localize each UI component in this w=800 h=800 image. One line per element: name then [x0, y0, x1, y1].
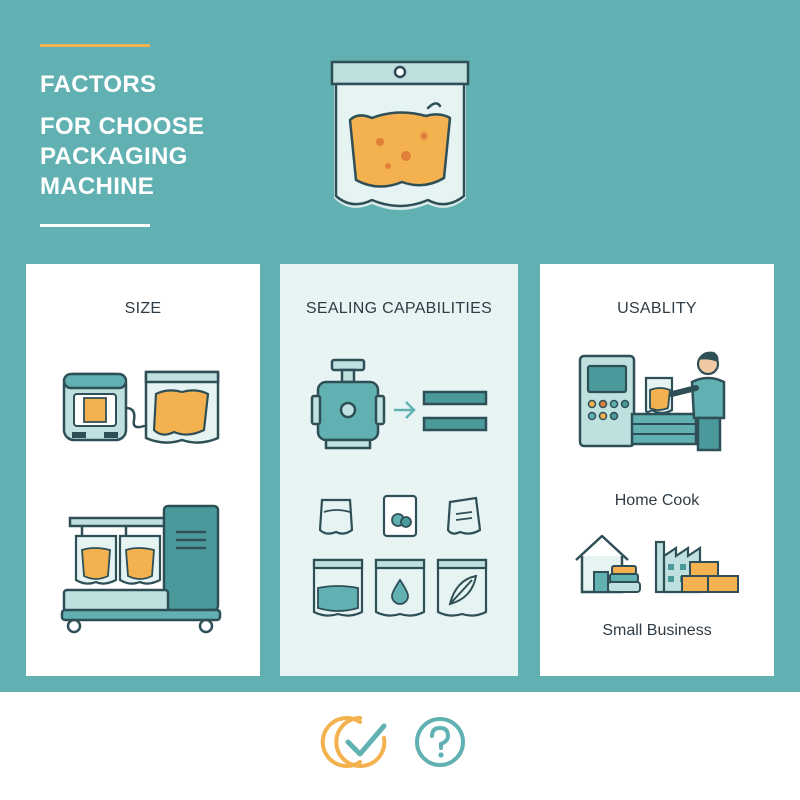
bag-types-large-icons	[312, 558, 488, 617]
label-home-cook: Home Cook	[614, 492, 700, 509]
panel-size: SIZE	[26, 264, 260, 676]
home-and-business-icon	[575, 534, 739, 594]
title-line-1: FACTORS	[40, 71, 157, 98]
vacuum-pouch-icon	[330, 60, 470, 210]
accent-rule-bottom	[40, 224, 150, 227]
vacuum-pump-sealing-icon	[310, 358, 488, 450]
footer-icons	[320, 716, 465, 768]
page-title: FACTORS FOR CHOOSE PACKAGING MACHINE	[40, 70, 204, 202]
title-line-3: PACKAGING	[40, 143, 188, 170]
title-line-2: FOR CHOOSE	[40, 113, 205, 140]
title-line-4: MACHINE	[40, 173, 155, 200]
question-icon	[415, 717, 465, 767]
check-icon	[320, 716, 387, 768]
panel-sealing: SEALING CAPABILITIES	[280, 264, 518, 676]
panel-size-title: SIZE	[124, 300, 162, 317]
panel-sealing-title: SEALING CAPABILITIES	[305, 300, 493, 317]
compact-sealer-icon	[62, 370, 220, 444]
accent-rule-top	[40, 44, 150, 47]
panel-usability: USABLITY Home Cook	[540, 264, 774, 676]
industrial-packaging-machine-icon	[60, 504, 222, 634]
bag-types-small-icons	[318, 494, 482, 538]
panel-usability-title: USABLITY	[617, 300, 697, 317]
label-small-business: Small Business	[602, 622, 712, 639]
operator-machine-icon	[578, 351, 726, 452]
